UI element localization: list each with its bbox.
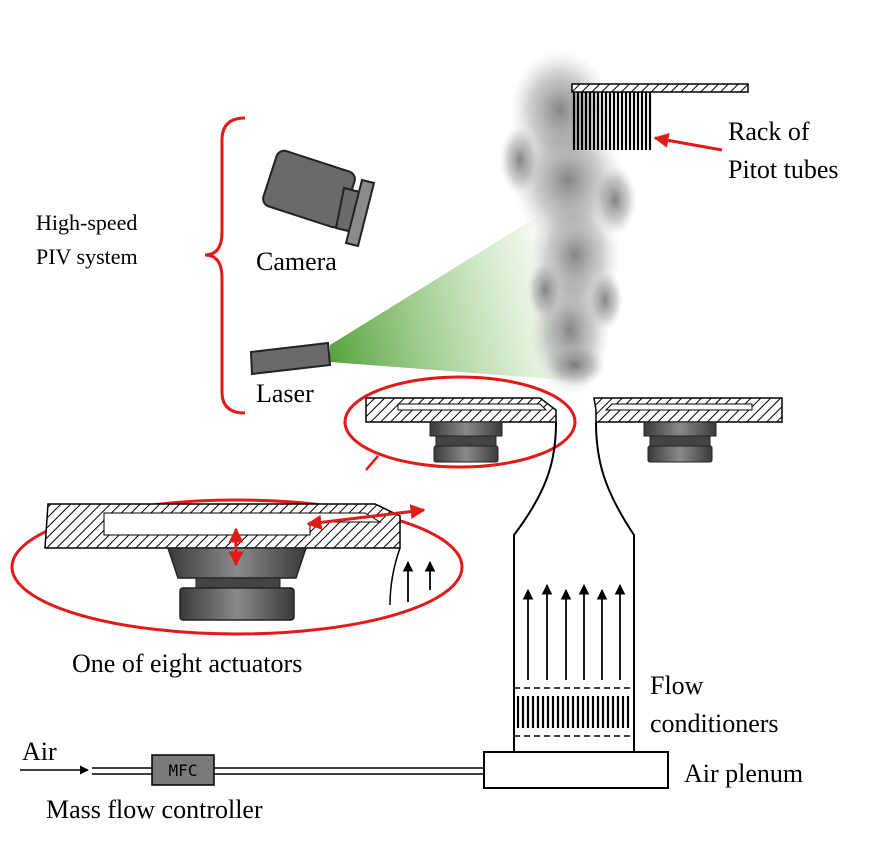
- actuator-highlight-ellipse: [343, 375, 577, 469]
- nozzle-contraction: [513, 421, 635, 752]
- piv-label-line2: PIV system: [36, 244, 138, 269]
- laser-sheet: [330, 215, 565, 380]
- air-supply-pipe: [92, 767, 484, 775]
- rack-label-line1: Rack of: [728, 117, 810, 146]
- mfc-caption: Mass flow controller: [46, 795, 263, 824]
- actuator-horizontal-motion-arrow: [306, 504, 426, 530]
- piv-bracket: [204, 116, 246, 415]
- camera-label: Camera: [256, 247, 337, 276]
- air-plenum: [483, 751, 669, 789]
- right-nozzle-plate: [593, 397, 783, 463]
- mfc-box: [151, 754, 215, 786]
- actuator-zoom-ellipse: [10, 498, 464, 636]
- flow-conditioners-label-line2: conditioners: [650, 709, 779, 738]
- piv-label-line1: High-speed: [36, 210, 137, 235]
- smoke-jet-plume: [500, 50, 637, 395]
- rack-label-line2: Pitot tubes: [728, 155, 839, 184]
- air-plenum-label: Air plenum: [684, 759, 803, 788]
- pitot-pointer-arrow: [653, 132, 723, 152]
- actuator-flow-arrows: [402, 560, 436, 602]
- camera-icon: [262, 149, 376, 248]
- laser-icon: [249, 341, 332, 376]
- flow-arrows: [522, 583, 626, 680]
- actuator-zoom-detail: [44, 503, 401, 621]
- actuator-caption: One of eight actuators: [72, 649, 302, 678]
- mfc-label: MFC: [169, 761, 198, 780]
- air-label: Air: [22, 737, 57, 766]
- zoom-connector-line: [365, 455, 379, 471]
- flow-conditioners-label-line1: Flow: [650, 671, 704, 700]
- left-nozzle-plate: [365, 397, 557, 463]
- pitot-tube-rack: [571, 83, 749, 150]
- flow-conditioners: [514, 687, 634, 753]
- laser-label: Laser: [256, 379, 314, 408]
